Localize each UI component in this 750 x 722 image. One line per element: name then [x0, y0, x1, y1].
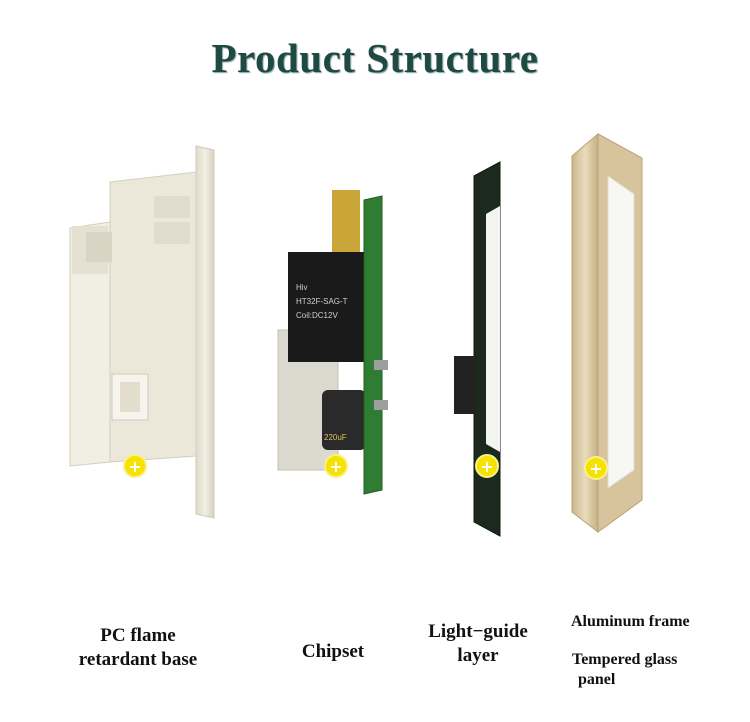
- marker-base: +: [123, 454, 147, 612]
- label-line: retardant base: [78, 648, 198, 670]
- label-pc-base: PC flame retardant base: [58, 624, 218, 672]
- label-line: PC flame: [100, 625, 176, 646]
- light-guide-part: [454, 161, 501, 537]
- label-aluminum-frame: Aluminum frame: [571, 613, 690, 630]
- label-chipset: Chipset: [301, 641, 365, 662]
- svg-text:+: +: [480, 457, 493, 476]
- label-line: Light−guide: [428, 621, 528, 642]
- relay-coil-text: Coil:DC12V: [296, 311, 338, 320]
- plus-circle-icon: [324, 454, 348, 478]
- plus-circle-icon: [584, 456, 608, 480]
- svg-text:+: +: [329, 457, 342, 476]
- label-line: layer: [457, 644, 499, 666]
- marker-chipset: +: [324, 454, 348, 630]
- label-line: panel: [578, 671, 616, 688]
- chipset-part: Hiv HT32F-SAG-T Coil:DC12V 220uF: [277, 190, 388, 495]
- marker-frame: +: [584, 456, 608, 604]
- relay-model-text: HT32F-SAG-T: [296, 297, 348, 306]
- plus-circle-icon: [123, 454, 147, 478]
- plus-circle-icon: [475, 454, 499, 478]
- label-light-guide: Light−guide layer: [408, 620, 548, 668]
- aluminum-frame-part: [571, 132, 643, 534]
- page-title: Product Structure: [211, 35, 539, 81]
- capacitor-text: 220uF: [324, 433, 347, 442]
- pc-base-part: [69, 145, 215, 519]
- relay-brand-text: Hiv: [296, 283, 308, 292]
- svg-text:+: +: [128, 457, 141, 476]
- label-line: Tempered glass: [572, 651, 678, 668]
- label-tempered-glass: Tempered glass panel: [572, 650, 732, 690]
- svg-text:+: +: [589, 459, 602, 478]
- marker-light-guide: +: [475, 454, 499, 612]
